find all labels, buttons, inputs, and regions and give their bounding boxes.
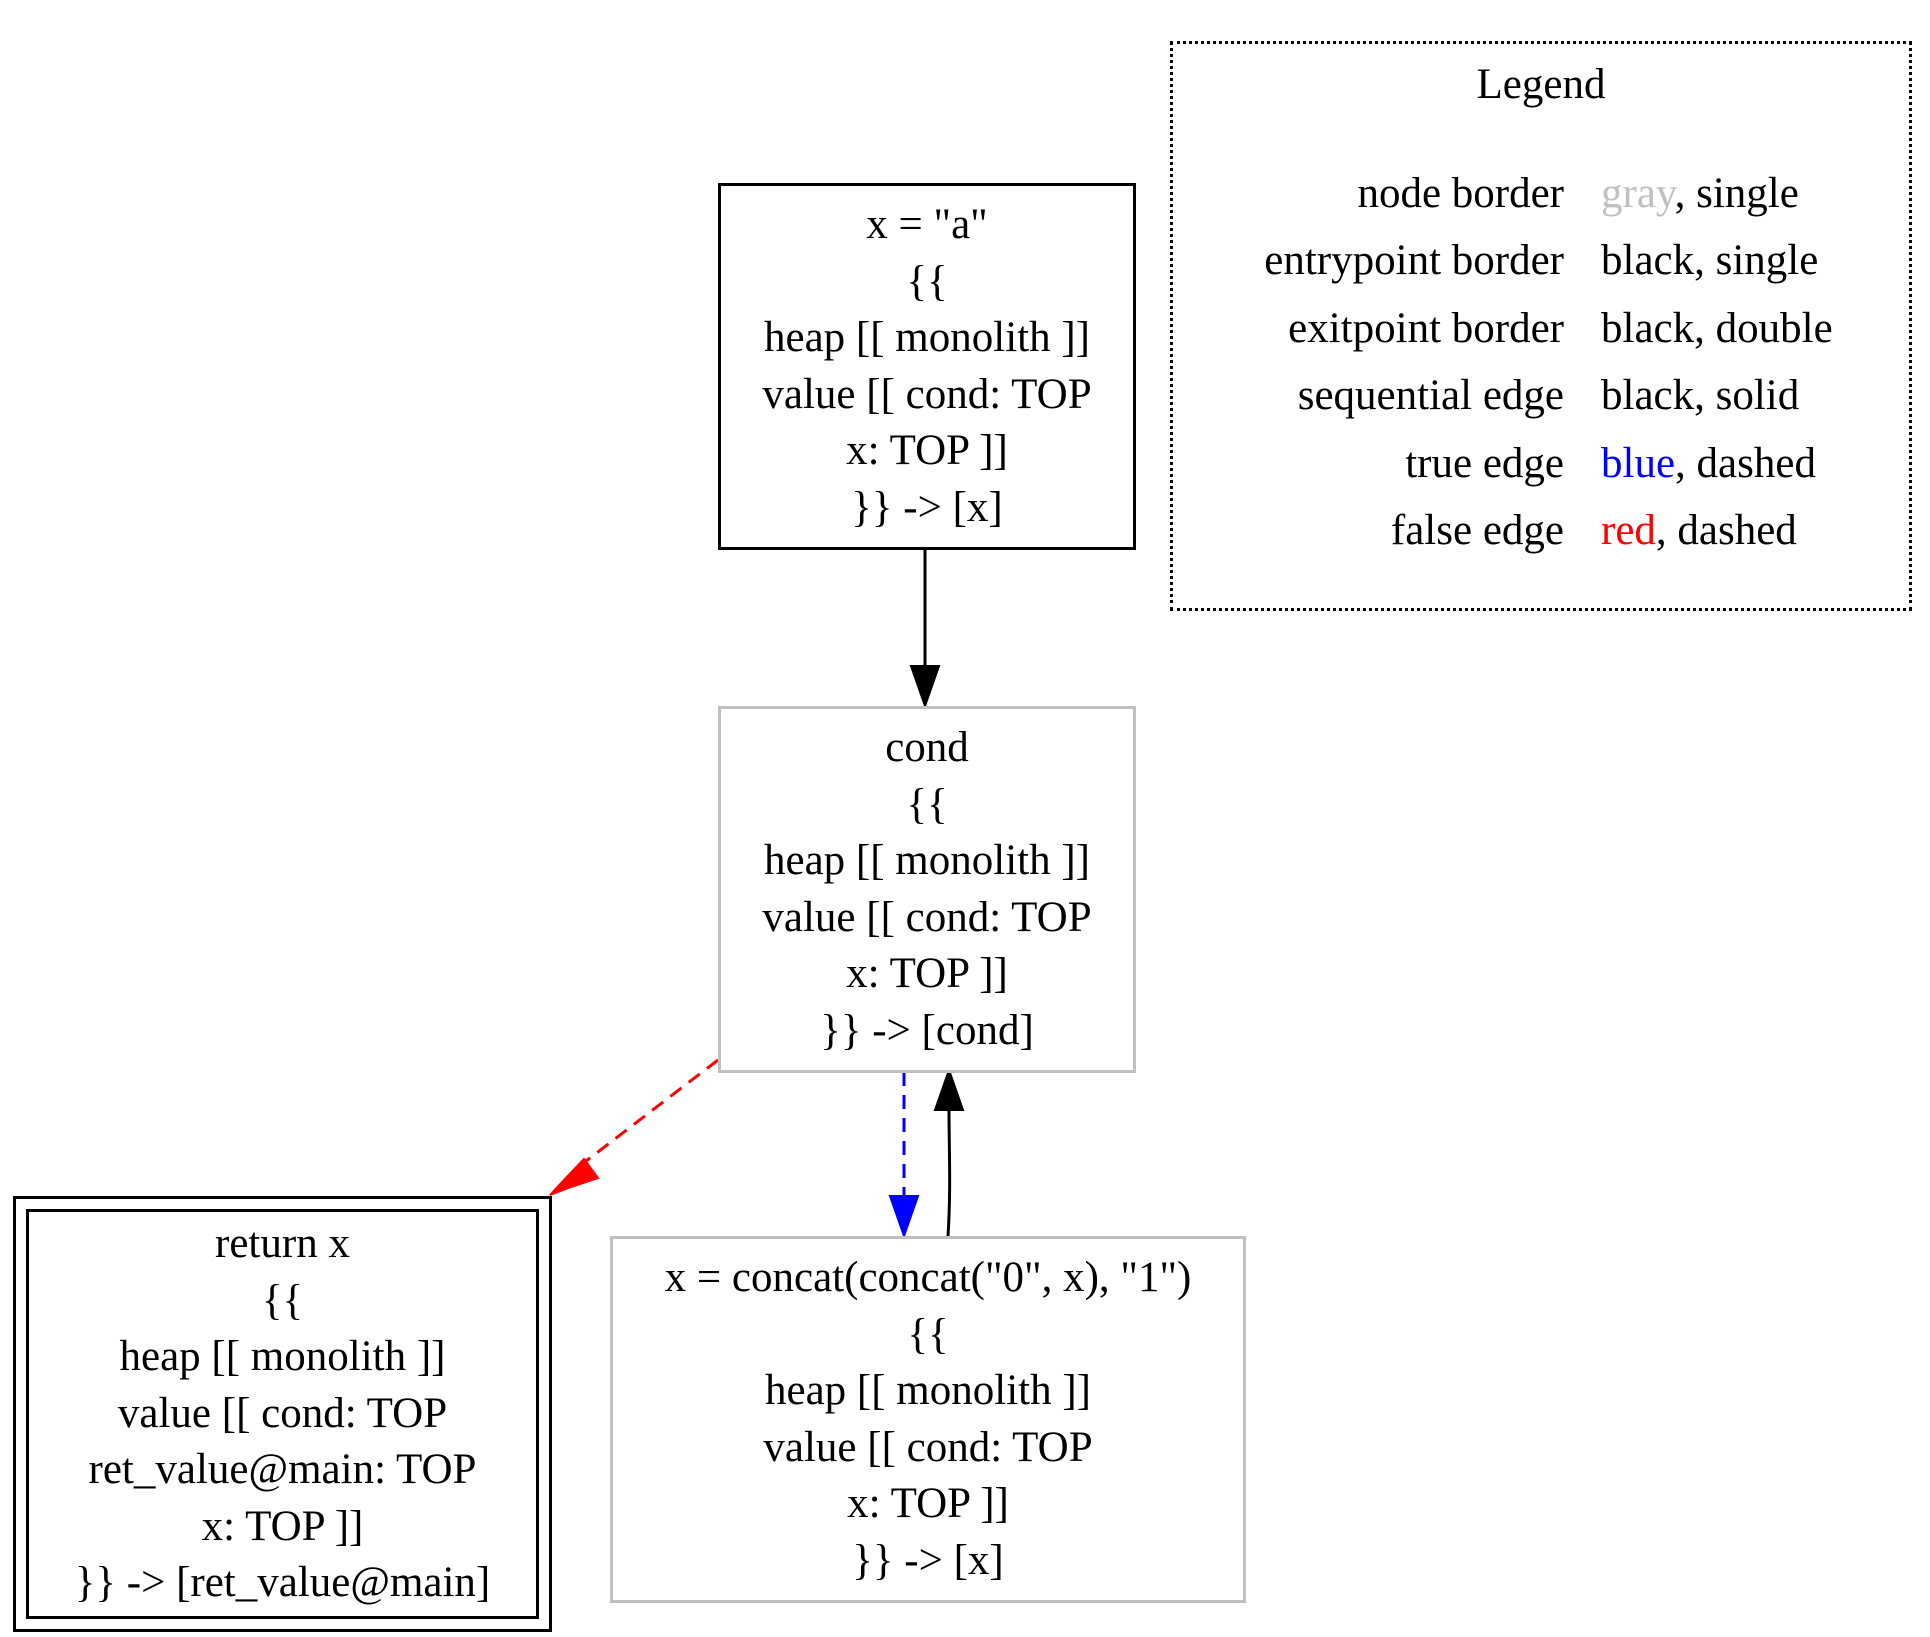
node-concat-line: x: TOP ]] (847, 1480, 1009, 1527)
node-cond-line: value [[ cond: TOP (762, 893, 1092, 941)
legend-style: , solid (1694, 372, 1800, 419)
node-concat-line: value [[ cond: TOP (763, 1423, 1093, 1471)
legend-box: Legend node border gray, single entrypoi… (1170, 41, 1912, 611)
legend-style: , dashed (1675, 440, 1816, 487)
legend-title: Legend (1476, 61, 1606, 108)
legend-color-word: black (1601, 372, 1695, 419)
legend-row: entrypoint border black, single (1173, 236, 1909, 302)
legend-value: red, dashed (1601, 506, 1797, 555)
edge-concat-to-cond (946, 1107, 952, 1237)
legend-style: , single (1674, 170, 1799, 217)
node-cond-line: }} -> [cond] (820, 1006, 1034, 1054)
legend-key: entrypoint border (1264, 237, 1564, 284)
node-exit-line: ret_value@main: TOP (88, 1446, 477, 1494)
node-concat-line: x = concat(concat("0", x), "1") (664, 1254, 1192, 1301)
legend-color-word: red (1601, 507, 1656, 554)
node-cond-line: cond (885, 724, 969, 771)
node-concat-line: heap [[ monolith ]] (765, 1367, 1091, 1414)
node-entry-line: x = "a" (866, 201, 988, 248)
node-entry-line: {{ (906, 257, 948, 305)
node-cond-line: x: TOP ]] (846, 950, 1008, 997)
node-exit-line: value [[ cond: TOP (117, 1389, 448, 1437)
edge-cond-to-exit-false (572, 1058, 719, 1173)
arrowhead-cond-to-concat (888, 1195, 920, 1240)
legend-color-word: gray (1601, 170, 1675, 217)
legend-style: , dashed (1655, 507, 1797, 554)
legend-row: true edge blue, dashed (1173, 439, 1909, 505)
legend-row: exitpoint border black, double (1173, 304, 1909, 370)
node-cond-line: {{ (906, 780, 948, 828)
legend-style: , single (1694, 237, 1819, 284)
node-exit-line: }} -> [ret_value@main] (74, 1559, 491, 1607)
legend-key: false edge (1390, 507, 1564, 554)
arrowhead-cond-to-exit (549, 1157, 600, 1196)
legend-value: black, double (1601, 304, 1833, 353)
node-exit-line: heap [[ monolith ]] (119, 1333, 446, 1381)
arrowhead-entry-to-cond (909, 665, 941, 710)
node-entry: x = "a" {{ heap [[ monolith ]] value [[ … (718, 183, 1136, 550)
legend-value: blue, dashed (1601, 439, 1816, 488)
node-exit-line: return x (215, 1220, 350, 1268)
legend-value: black, single (1601, 236, 1818, 285)
legend-key: sequential edge (1297, 372, 1564, 419)
legend-color-word: blue (1601, 440, 1676, 487)
node-entry-line: }} -> [x] (851, 483, 1003, 531)
legend-row: sequential edge black, solid (1173, 371, 1909, 437)
node-exit: return x {{ heap [[ monolith ]] value [[… (13, 1196, 552, 1632)
legend-value: gray, single (1601, 169, 1799, 218)
legend-key: node border (1357, 170, 1564, 217)
node-concat-line: }} -> [x] (852, 1536, 1004, 1584)
node-concat: x = concat(concat("0", x), "1") {{ heap … (610, 1236, 1246, 1603)
legend-style: , double (1694, 305, 1833, 352)
node-exit-line: x: TOP ]] (201, 1502, 364, 1550)
node-cond-line: heap [[ monolith ]] (764, 837, 1090, 884)
node-entry-line: x: TOP ]] (846, 427, 1008, 474)
legend-color-word: black (1601, 305, 1695, 352)
node-exit-line: {{ (261, 1276, 304, 1324)
legend-color-word: black (1601, 237, 1695, 284)
node-entry-line: heap [[ monolith ]] (764, 314, 1090, 361)
legend-key: true edge (1405, 440, 1564, 487)
legend-value: black, solid (1601, 371, 1799, 420)
node-exit-inner-border: return x {{ heap [[ monolith ]] value [[… (26, 1209, 539, 1619)
node-entry-line: value [[ cond: TOP (762, 370, 1092, 418)
legend-key: exitpoint border (1288, 305, 1564, 352)
arrowhead-concat-to-cond (933, 1066, 965, 1111)
node-concat-line: {{ (907, 1310, 949, 1358)
legend-row: false edge red, dashed (1173, 506, 1909, 572)
legend-row: node border gray, single (1173, 169, 1909, 235)
node-cond: cond {{ heap [[ monolith ]] value [[ con… (718, 706, 1136, 1073)
